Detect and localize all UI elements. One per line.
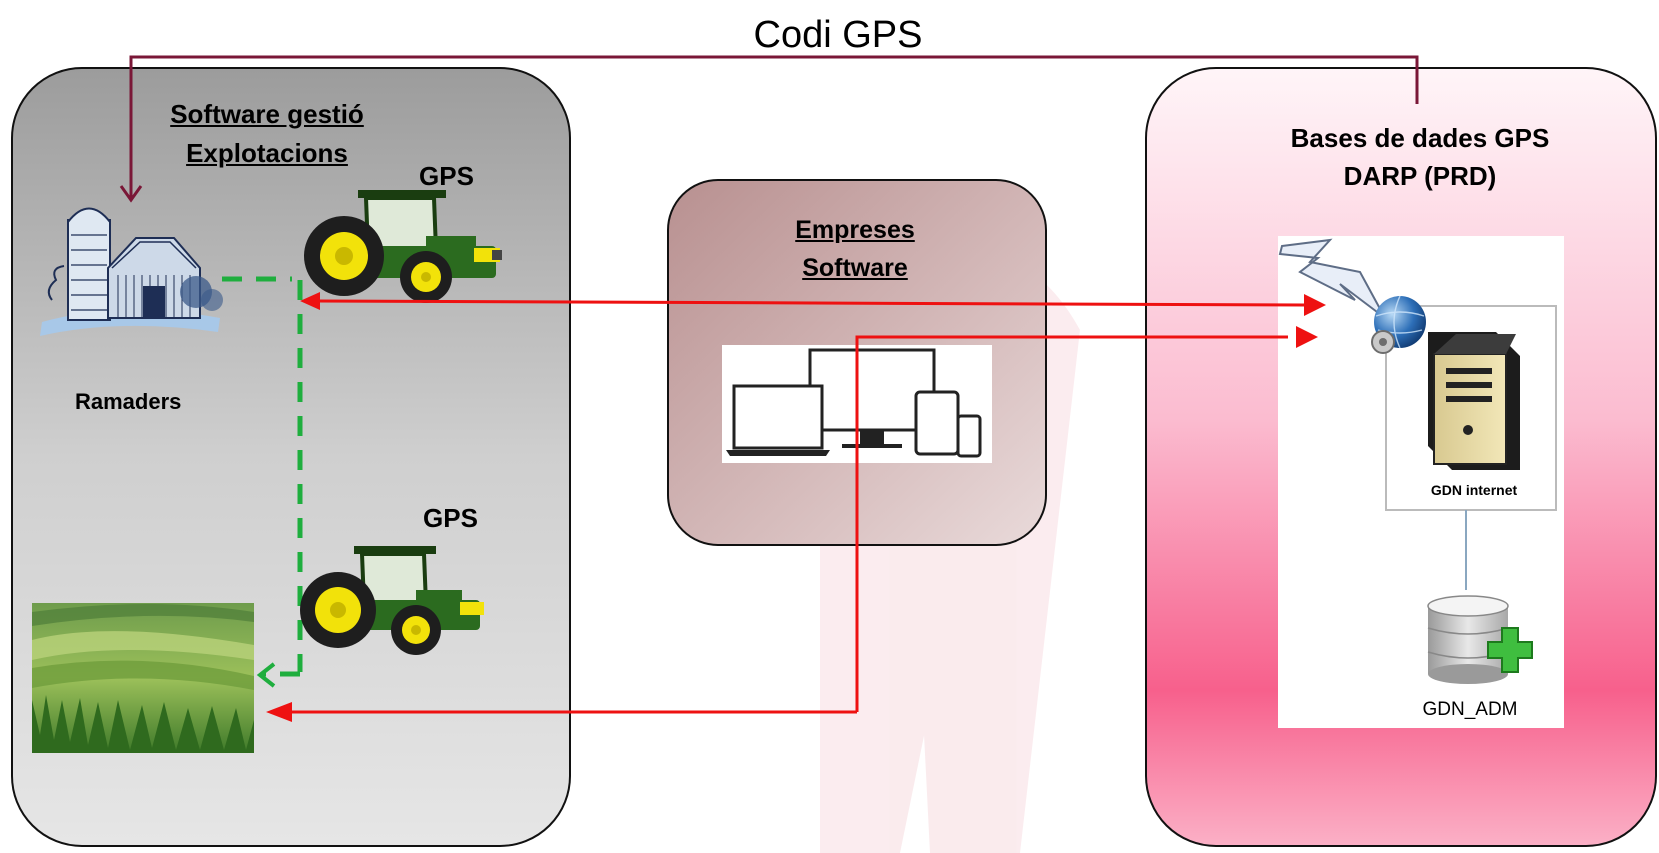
green-arrowhead xyxy=(256,662,276,688)
field-image xyxy=(32,603,254,753)
tractor-icon xyxy=(300,546,484,655)
left-heading-line2: Explotacions xyxy=(186,138,348,168)
server-frame xyxy=(1385,305,1557,511)
red-arrowhead xyxy=(300,292,320,310)
database-icon xyxy=(1427,595,1533,684)
farm-label: Ramaders xyxy=(75,389,182,414)
database-label: GDN_ADM xyxy=(1422,699,1518,720)
left-heading-line1: Software gestió xyxy=(170,99,364,129)
middle-heading-line2: Software xyxy=(802,254,908,282)
globe-icon xyxy=(1371,295,1426,354)
red-arrowhead xyxy=(266,702,292,722)
diagram-title: Codi GPS xyxy=(753,14,923,56)
barn-icon xyxy=(40,207,223,336)
red-arrowhead xyxy=(1296,326,1318,348)
tractor-icon xyxy=(304,190,502,303)
middle-heading-line1: Empreses xyxy=(795,216,915,244)
right-heading-line1: Bases de dades GPS xyxy=(1290,123,1550,153)
lightning-icon xyxy=(1278,238,1386,319)
server-icon xyxy=(1428,332,1520,470)
codi-gps-connector xyxy=(129,55,1419,198)
server-label: GDN internet xyxy=(1430,482,1518,498)
green-dashed-link xyxy=(222,276,303,677)
gps-label-bottom: GPS xyxy=(423,503,478,533)
red-arrow-link xyxy=(284,299,1306,714)
codi-gps-arrowhead xyxy=(119,185,143,203)
gps-label-top: GPS xyxy=(419,161,474,191)
red-arrowhead xyxy=(1304,294,1326,316)
right-heading-line2: DARP (PRD) xyxy=(1343,161,1497,191)
